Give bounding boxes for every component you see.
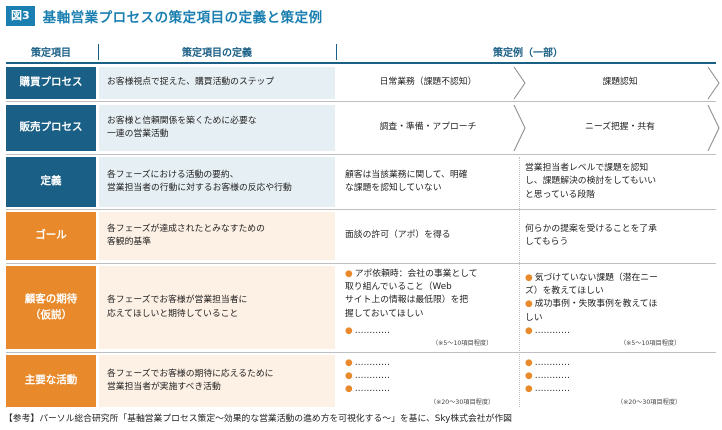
item-count-note: （※20〜30項目程度） [430,399,495,406]
example-right: 何らかの提案を受けることを了承 してもらう [525,223,657,247]
example-right: 営業担当者レベルで課題を認知 し、課題解決の検討をしてもいい と思っている段階 [525,163,657,200]
header-rule [6,62,716,64]
item-count-note: （※5〜10項目程度） [620,340,681,347]
row-definition: お客様と信頼関係を築くために必要な 一連の営業活動 [99,105,335,151]
row-divider [6,209,716,210]
row-divider [6,263,716,264]
column-separator [519,157,521,407]
source-footnote: 【参考】パーソル総合研究所「基軸営業プロセス策定〜効果的な営業活動の進め方を可視… [4,414,512,424]
row-definition: 各フェーズでお客様の期待に応えるために 営業担当者が実施すべき活動 [99,355,335,407]
figure-title-row: 図3 基軸営業プロセスの策定項目の定義と策定例 [6,6,323,26]
example-left: 面談の許可（アポ）を得る [345,230,451,241]
list-item: ●………… [345,384,390,395]
example-left: 日常業務（課題不認知） [379,77,477,88]
list-item: ●………… [525,384,570,395]
row-divider [6,352,716,353]
row-label-customer-expectation: 顧客の期待 （仮説） [6,266,96,349]
row-label-definition: 定義 [6,157,96,207]
chevron-arrow-icon [707,67,720,99]
row-definition: お客様視点で捉えた、購買活動のステップ [99,67,335,99]
chevron-arrow-icon [707,105,720,151]
header-definition: 策定項目の定義 [182,47,252,59]
header-example: 策定例（一部） [493,47,563,59]
row-label-purchase-process: 購買プロセス [6,67,96,99]
example-left: 顧客は当該業務に関して、明確 な課題を認知していない [345,169,468,193]
list-item: ●………… [525,325,570,336]
example-right-list: ●………… ●………… ●………… [525,357,711,401]
list-item: ●………… [525,358,570,368]
list-item: ●………… [345,325,390,336]
list-item: ●アポ依頼時：会社の事業として 取り組んでいること（Web サイト上の情報は最低… [345,269,478,319]
chevron-arrow-icon [513,105,526,151]
row-label-sales-process: 販売プロセス [6,105,96,151]
list-item: ●成功事例・失敗事例を教えてほ しい [525,299,658,323]
row-divider [6,154,716,155]
example-right: ニーズ把握・共有 [585,122,655,133]
example-right-list: ●気づけていない課題（潜在ニー ズ）を教えてほしい ●成功事例・失敗事例を教えて… [525,272,711,342]
item-count-note: （※5〜10項目程度） [432,340,493,347]
example-left-list: ●………… ●………… ●………… [345,357,515,401]
list-item: ●………… [345,371,390,382]
item-count-note: （※20〜30項目程度） [617,399,682,406]
figure-badge: 図3 [6,6,35,26]
row-definition: 各フェーズにおける活動の要約、 営業担当者の行動に対するお客様の反応や行動 [99,157,335,207]
list-item: ●………… [345,358,390,368]
example-left: 調査・準備・アプローチ [379,122,477,133]
example-left-list: ●アポ依頼時：会社の事業として 取り組んでいること（Web サイト上の情報は最低… [345,268,515,340]
header-separator [336,44,337,60]
header-separator [98,44,99,60]
row-definition: 各フェーズが達成されたとみなすための 客観的基準 [99,212,335,260]
header-item: 策定項目 [31,47,71,59]
chevron-arrow-icon [513,67,526,99]
row-label-main-activities: 主要な活動 [6,355,96,407]
list-item: ●………… [525,371,570,382]
list-item: ●気づけていない課題（潜在ニー ズ）を教えてほしい [525,273,658,297]
example-right: 課題認知 [602,77,638,88]
row-definition: 各フェーズでお客様が営業担当者に 応えてほしいと期待していること [99,266,335,349]
row-label-goal: ゴール [6,212,96,260]
figure-title: 基軸営業プロセスの策定項目の定義と策定例 [42,10,323,26]
row-divider [6,101,716,102]
